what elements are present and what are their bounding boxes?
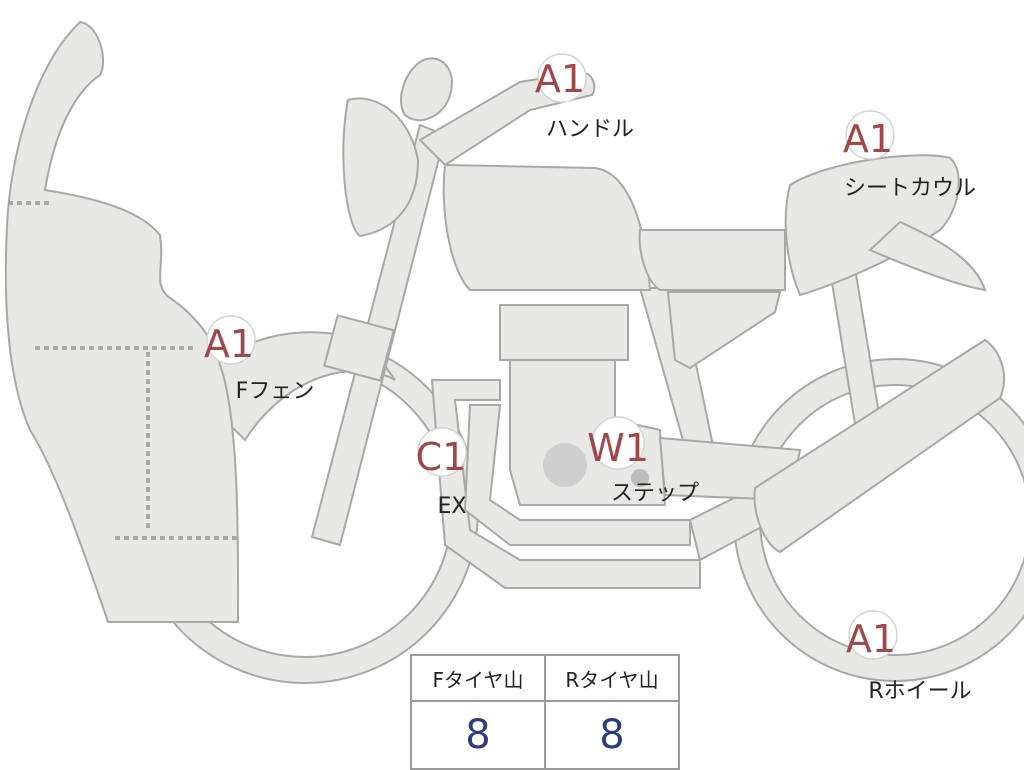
fork-guard bbox=[323, 314, 395, 382]
engine-cover bbox=[543, 443, 587, 487]
damage-mark-exhaust: C1 EX bbox=[416, 427, 467, 519]
front-tire-value: 8 bbox=[410, 700, 546, 770]
damage-label: Fフェン bbox=[236, 379, 315, 404]
rear-tire-value: 8 bbox=[544, 700, 680, 770]
damage-code: A1 bbox=[846, 617, 896, 661]
front-tire-header: Fタイヤ山 bbox=[410, 654, 546, 702]
fuel-tank bbox=[442, 163, 652, 291]
seat-cowl bbox=[784, 154, 960, 297]
damage-code: A1 bbox=[843, 117, 893, 161]
step-peg bbox=[631, 469, 649, 487]
damage-label: ハンドル bbox=[546, 117, 634, 142]
damage-label: EX bbox=[438, 494, 467, 519]
damage-label: ステップ bbox=[611, 481, 699, 506]
damage-mark-handlebar: A1 ハンドル bbox=[535, 53, 634, 142]
tail-fin bbox=[868, 220, 987, 292]
damage-label: シートカウル bbox=[844, 176, 976, 201]
headlight bbox=[342, 97, 420, 238]
damage-label: Rホイール bbox=[868, 679, 971, 704]
seat-rail bbox=[828, 266, 882, 426]
tire-tread-table: Fタイヤ山 Rタイヤ山 8 8 bbox=[410, 654, 680, 770]
damage-mark-step: W1 ステップ bbox=[587, 416, 699, 506]
damage-mark-front-fender: A1 Fフェン bbox=[204, 315, 315, 404]
damage-code: W1 bbox=[587, 426, 649, 470]
engine-head bbox=[499, 304, 629, 361]
side-cover bbox=[666, 291, 782, 370]
damage-code: C1 bbox=[416, 435, 467, 479]
damage-code: A1 bbox=[204, 322, 254, 366]
mirror bbox=[400, 57, 453, 122]
damage-mark-rear-wheel: A1 Rホイール bbox=[846, 610, 972, 704]
front-fairing bbox=[4, 20, 240, 623]
rear-tire-header: Rタイヤ山 bbox=[544, 654, 680, 702]
damage-mark-seat-cowl: A1 シートカウル bbox=[843, 110, 976, 201]
exhaust-pipe bbox=[430, 379, 701, 589]
rear-shock bbox=[753, 338, 1005, 554]
damage-code: A1 bbox=[535, 57, 585, 101]
seat bbox=[638, 229, 786, 291]
